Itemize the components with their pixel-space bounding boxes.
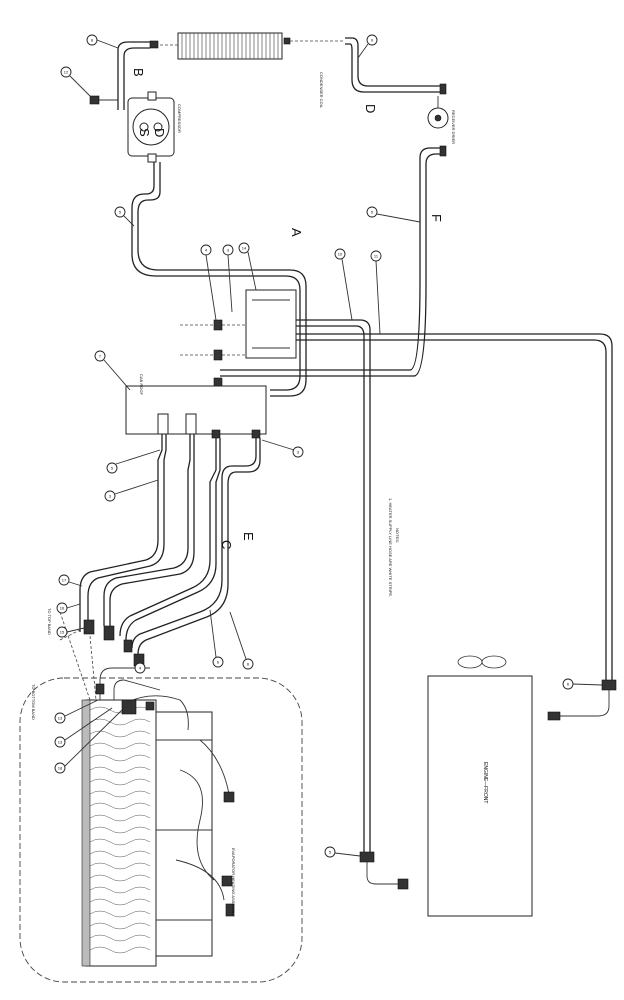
- balloon-text: 5: [111, 466, 114, 471]
- callout-balloon: 18: [54, 709, 123, 774]
- balloon-text: 5: [371, 210, 374, 215]
- hose-letter-a: A: [289, 228, 304, 237]
- hose-b: [117, 41, 150, 110]
- cab-roof-label: CAB ROOF: [139, 374, 144, 395]
- balloon-text: 17: [62, 578, 67, 583]
- balloon-text: 4: [139, 666, 142, 671]
- heater-valve-box: [245, 289, 297, 359]
- balloon-text: 6: [247, 662, 250, 667]
- heater-supply-line-lower-outer: [286, 319, 371, 852]
- balloon-text: 3: [297, 450, 300, 455]
- heater-supply-line-lower: [286, 325, 365, 852]
- callout-balloon: 3: [104, 479, 159, 502]
- callout-balloon: 6: [209, 609, 224, 668]
- callout-balloon: 5: [324, 846, 361, 858]
- blower-housing: [155, 711, 235, 957]
- compressor-letter-s: S: [137, 128, 152, 137]
- callout-balloon: 5: [114, 206, 135, 227]
- hose-f-outer: [220, 153, 440, 377]
- callout-balloon: 13: [54, 699, 99, 724]
- balloon-text: 14: [242, 246, 247, 251]
- balloon-text: 11: [374, 254, 379, 259]
- balloon-text: 9: [371, 38, 374, 43]
- engine-block: [427, 655, 533, 917]
- engine-front-label: ENGINE—FRONT: [482, 762, 488, 803]
- callout-balloon: 10: [334, 248, 353, 321]
- balloon-text: 3: [109, 494, 112, 499]
- balloon-text: 7: [99, 354, 102, 359]
- hose-letter-c: C: [219, 540, 234, 549]
- heater-end-hose-left: [366, 862, 398, 885]
- hose-d: [345, 37, 440, 87]
- callout-balloon: 7: [94, 350, 131, 391]
- balloon-text: 13: [58, 716, 63, 721]
- callout-balloon: 6: [562, 678, 603, 690]
- callout-balloon: 4: [134, 655, 146, 674]
- callout-balloon: 9: [357, 34, 378, 59]
- hose-letter-f: F: [429, 214, 444, 222]
- notes-title: NOTES:: [395, 528, 400, 543]
- callout-balloon: 13: [54, 707, 113, 748]
- callout-balloon: 15: [56, 626, 85, 638]
- receiver-drier: [427, 96, 449, 129]
- hose-a: [137, 162, 307, 397]
- to-top-band-label: TO TOP BAND: [47, 608, 52, 635]
- evaporator-core: [81, 699, 157, 967]
- expansion-valve-plumbing: [95, 667, 189, 731]
- cab-roof-plate: [125, 385, 267, 439]
- balloon-text: 6: [567, 682, 570, 687]
- balloon-text: 6: [217, 660, 220, 665]
- callout-balloon: 16: [56, 602, 81, 614]
- condenser-coil: [177, 32, 291, 60]
- hose-letter-e: E: [241, 532, 256, 541]
- balloon-text: 12: [64, 70, 69, 75]
- callout-balloon: 17: [58, 574, 83, 587]
- hose-a-outer: [131, 162, 301, 391]
- heater-supply-line-upper-outer: [286, 339, 607, 680]
- service-port-fitting: [89, 95, 118, 105]
- evaporator-assembly-label: EVAPORATOR HEADING ASSEMBLY: [231, 848, 236, 917]
- balloon-text: 3: [227, 248, 230, 253]
- evaporator-assembly-outline: [19, 677, 303, 983]
- hose-b-outer: [123, 47, 150, 110]
- hose-letter-d: D: [363, 104, 378, 113]
- callout-balloon: 5: [366, 206, 421, 223]
- to-bottom-band-label: TO BOTTOM BAND: [31, 684, 36, 720]
- balloon-text: 10: [338, 252, 343, 257]
- notes-line-1: 1. HEATER SUPPLY LINE HOSE ARE WHITE STR…: [388, 498, 393, 597]
- balloon-text: 15: [60, 630, 65, 635]
- callout-balloon: 14: [238, 242, 257, 291]
- hose-f: [220, 147, 440, 371]
- callout-balloon: 3: [261, 439, 304, 458]
- callout-balloon: 12: [60, 66, 93, 99]
- balloon-text: 4: [205, 248, 208, 253]
- balloon-text: 13: [58, 740, 63, 745]
- compressor-letter-d: D: [152, 128, 167, 137]
- balloon-text: 16: [60, 606, 65, 611]
- callout-balloon: 5: [106, 449, 161, 474]
- cab-to-evaporator-hoses: [79, 434, 261, 655]
- hose-d-outer: [345, 43, 440, 93]
- callout-balloon: 3: [222, 244, 234, 313]
- hose-letter-b: B: [131, 68, 146, 77]
- balloon-text: 5: [119, 210, 122, 215]
- receiver-drier-label: RECEIVER DRIER: [451, 110, 456, 144]
- compressor: [127, 91, 175, 163]
- callout-balloon: 6: [229, 611, 254, 670]
- balloon-text: 5: [329, 850, 332, 855]
- callout-balloon: 4: [200, 244, 217, 321]
- heater-end-hose-right: [560, 690, 610, 717]
- heater-supply-line-upper: [286, 333, 613, 680]
- balloon-text: 8: [91, 38, 94, 43]
- condenser-coil-label: CONDENSER COIL: [319, 72, 324, 109]
- callout-balloon: 11: [370, 250, 382, 335]
- balloon-text: 18: [58, 766, 63, 771]
- callout-balloon: 8: [86, 34, 119, 49]
- compressor-label: COMPRESSOR: [177, 104, 182, 133]
